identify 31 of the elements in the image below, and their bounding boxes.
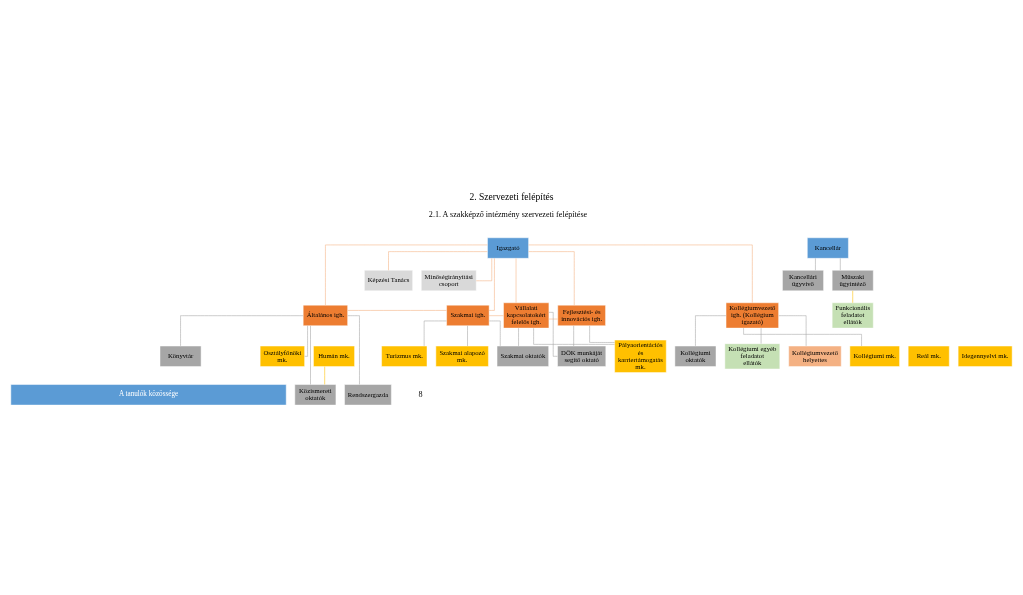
connector	[533, 327, 615, 345]
label: 2.1. A szakképző intézmény szervezeti felépítése	[428, 209, 588, 219]
connector	[548, 311, 558, 357]
connector	[528, 244, 753, 303]
connector	[840, 257, 841, 270]
connector	[573, 325, 574, 346]
connector	[347, 309, 447, 311]
connector	[815, 257, 816, 270]
label: 8	[418, 389, 423, 399]
connector	[518, 327, 519, 346]
connector	[488, 257, 495, 311]
connector	[310, 325, 311, 385]
connector	[304, 325, 308, 357]
connector	[180, 314, 304, 346]
connector	[589, 325, 615, 343]
connector	[423, 320, 447, 346]
connector	[528, 250, 575, 305]
connector	[388, 250, 488, 271]
connector	[743, 327, 862, 346]
connector	[347, 314, 360, 385]
connector	[515, 257, 517, 303]
connector	[695, 314, 727, 346]
connector	[548, 318, 558, 319]
connector	[778, 314, 807, 346]
connector	[467, 325, 468, 346]
connector	[489, 320, 501, 346]
connector	[475, 257, 493, 281]
connector	[324, 365, 325, 385]
diagram-title: 2. Szervezeti felépítés	[469, 190, 554, 202]
connector	[488, 314, 504, 316]
connector	[325, 244, 488, 305]
